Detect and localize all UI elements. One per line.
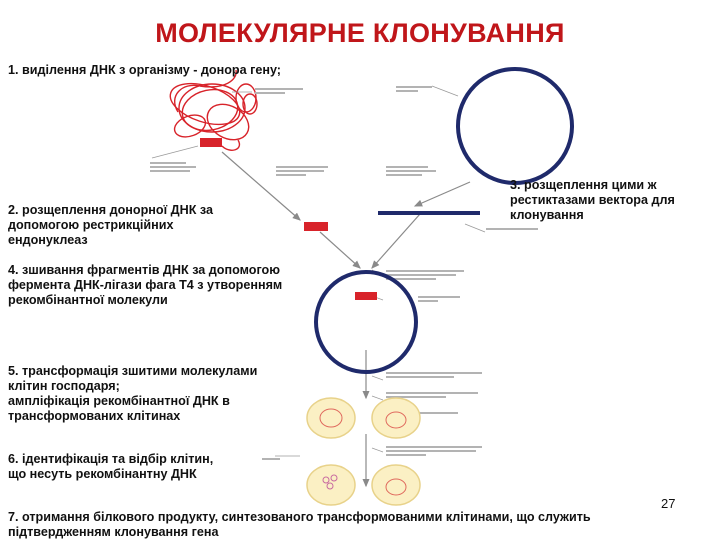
host-cells-row-1 — [306, 397, 421, 439]
step-5-text: 5. трансформація зшитими молекулами кліт… — [8, 364, 258, 423]
host-cells-row-2 — [306, 464, 421, 506]
recombinant-dna-circle — [314, 270, 418, 374]
cut-donor-fragment — [304, 222, 328, 231]
cloning-vector-circle — [456, 67, 574, 185]
page-number: 27 — [661, 496, 676, 511]
step-3-text: 3. розщеплення цими ж рестиктазами векто… — [510, 178, 675, 222]
step-6-text: 6. ідентифікація та відбір клітин, що не… — [8, 452, 214, 481]
step-4-text: 4. зшивання фрагментів ДНК за допомогою … — [8, 263, 283, 307]
donor-gene-fragment — [200, 138, 222, 147]
step-2-text: 2. розщеплення донорної ДНК за допомогою… — [8, 203, 213, 247]
step-7-text: 7. отримання білкового продукту, синтезо… — [8, 510, 591, 539]
page-title: МОЛЕКУЛЯРНЕ КЛОНУВАННЯ — [155, 18, 565, 48]
recombinant-insert — [355, 292, 377, 300]
donor-dna-coil — [169, 69, 258, 151]
flow-arrows — [221, 151, 471, 488]
step-1-text: 1. виділення ДНК з організму - донора ге… — [8, 63, 281, 77]
label-placeholders — [150, 86, 538, 460]
